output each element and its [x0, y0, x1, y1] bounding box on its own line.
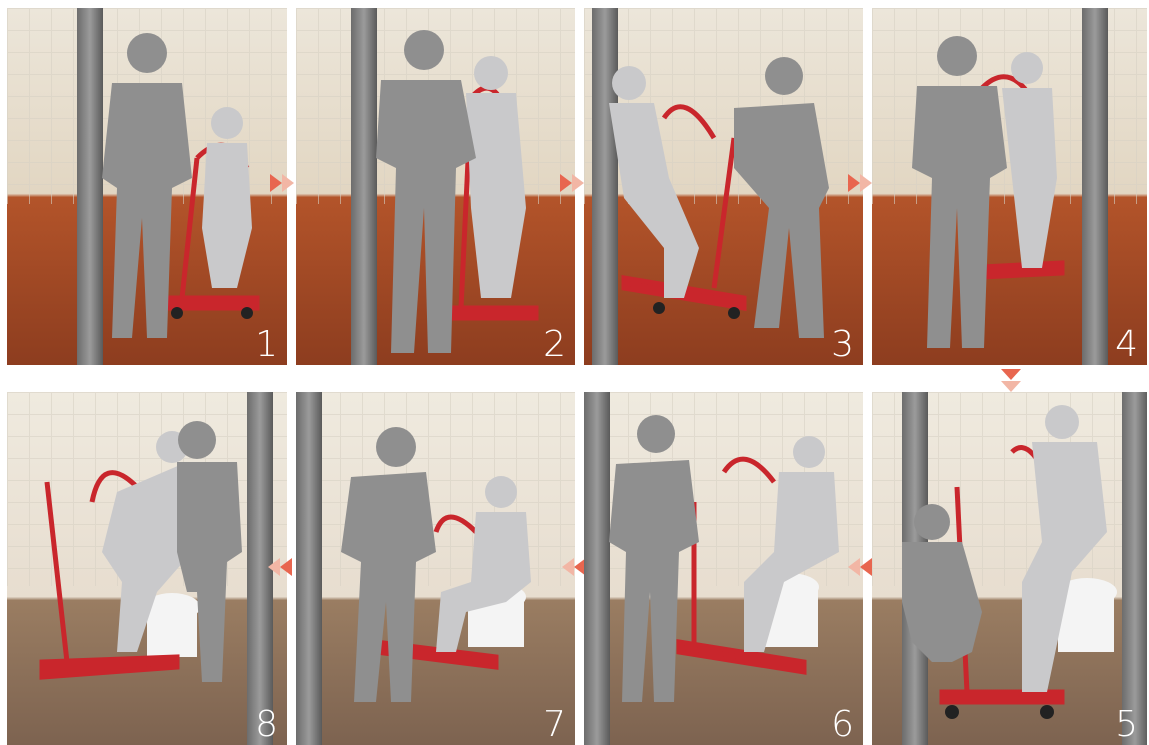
photo-panel-7: 7	[296, 392, 575, 745]
photo-panel-3: 3	[584, 8, 863, 365]
arrow-right-icon	[860, 174, 872, 192]
arrow-right-icon	[848, 174, 860, 192]
scene-illustration	[7, 8, 287, 365]
step-number: 5	[1115, 707, 1137, 743]
step-number: 8	[255, 707, 277, 743]
arrow-right-icon	[270, 174, 282, 192]
scene-illustration	[296, 392, 575, 745]
scene-illustration	[872, 392, 1147, 745]
step-number: 3	[831, 327, 853, 363]
photo-panel-5: 5	[872, 392, 1147, 745]
arrow-down-icon	[1001, 369, 1021, 380]
photo-panel-4: 4	[872, 8, 1147, 365]
arrow-down-icon	[1001, 381, 1021, 392]
scene-illustration	[7, 392, 287, 745]
arrow-left-icon	[848, 558, 860, 576]
arrow-left-icon	[268, 558, 280, 576]
arrow-right-icon	[572, 174, 584, 192]
step-number: 2	[543, 327, 565, 363]
scene-illustration	[584, 8, 863, 365]
scene-illustration	[296, 8, 575, 365]
photo-panel-8: 8	[7, 392, 287, 745]
photo-panel-2: 2	[296, 8, 575, 365]
step-number: 7	[543, 707, 565, 743]
arrow-left-icon	[562, 558, 574, 576]
step-number: 1	[255, 327, 277, 363]
arrow-right-icon	[560, 174, 572, 192]
step-number: 4	[1115, 327, 1137, 363]
photo-panel-1: 1	[7, 8, 287, 365]
arrow-right-icon	[282, 174, 294, 192]
arrow-left-icon	[280, 558, 292, 576]
step-number: 6	[831, 707, 853, 743]
scene-illustration	[872, 8, 1147, 365]
photo-panel-6: 6	[584, 392, 863, 745]
arrow-left-icon	[860, 558, 872, 576]
scene-illustration	[584, 392, 863, 745]
